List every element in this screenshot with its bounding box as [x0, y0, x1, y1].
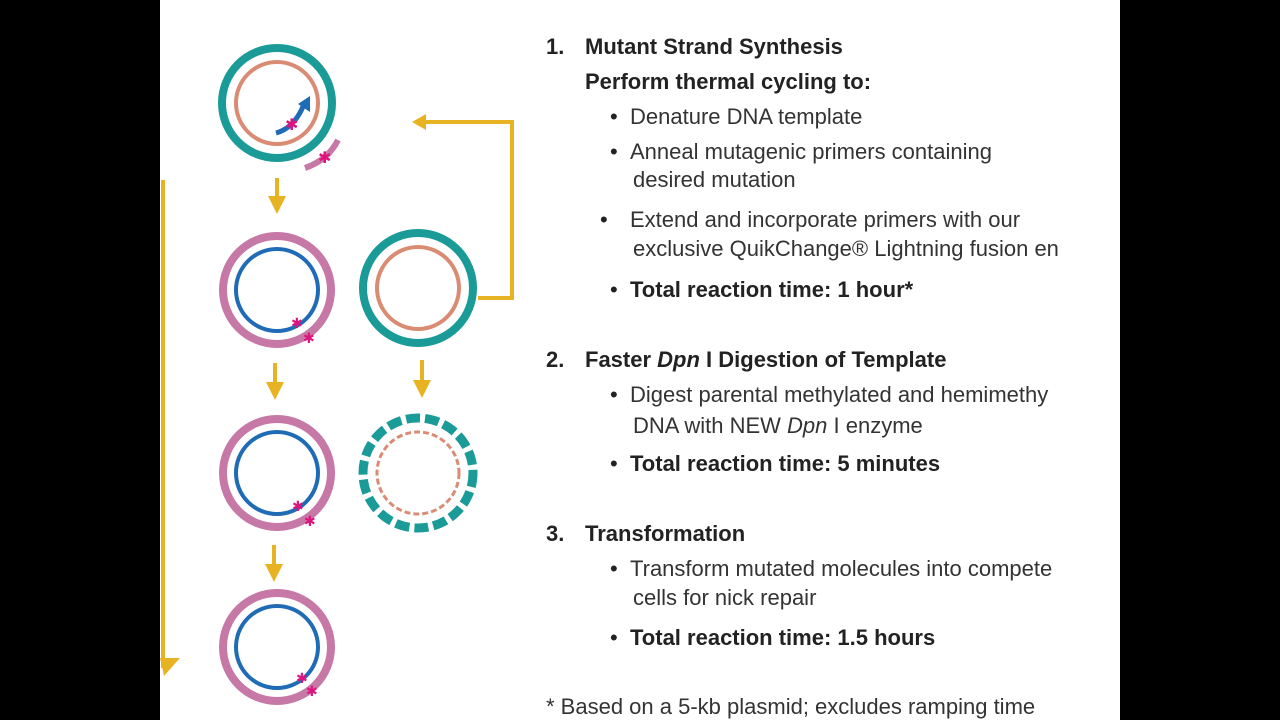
plasmid-mutant-1: ✱ ✱ — [223, 236, 331, 347]
bullet-dot: • — [610, 382, 618, 408]
step-1-bullet-3-line-2: exclusive QuikChange® Lightning fusion e… — [633, 236, 1059, 262]
plasmid-mutant-repaired: ✱ ✱ — [223, 593, 331, 701]
bullet-dot: • — [610, 277, 618, 303]
left-cycle-arrowhead — [160, 658, 180, 676]
step-2-bullet-pre: DNA with NEW — [633, 413, 787, 438]
return-bracket-arrowhead — [412, 114, 426, 130]
mutation-mark-1b: ✱ — [318, 148, 331, 167]
down-arrow-parental — [413, 360, 431, 398]
svg-text:✱: ✱ — [306, 684, 318, 700]
step-2-bullet-line-1: Digest parental methylated and hemimethy — [630, 382, 1048, 408]
plasmid-template-with-primers: ✱ ✱ — [222, 48, 338, 168]
bullet-dot: • — [610, 451, 618, 477]
step-2-title: Faster Dpn I Digestion of Template — [585, 347, 946, 373]
step-1-bullet-3-line-1: Extend and incorporate primers with our — [630, 207, 1020, 233]
svg-text:✱: ✱ — [291, 316, 303, 332]
bullet-dot: • — [610, 556, 618, 582]
bullet-dot: • — [600, 207, 608, 233]
step-1-title: Mutant Strand Synthesis — [585, 34, 843, 60]
step-3-bullet-line-2: cells for nick repair — [633, 585, 816, 611]
footnote: * Based on a 5-kb plasmid; excludes ramp… — [546, 694, 1035, 720]
step-2-bullet-line-2: DNA with NEW Dpn I enzyme — [633, 413, 923, 439]
step-2-title-pre: Faster — [585, 347, 657, 372]
svg-text:✱: ✱ — [292, 499, 304, 515]
step-1-bullet-1: Denature DNA template — [630, 104, 862, 130]
step-2-bullet-post: I enzyme — [827, 413, 922, 438]
step-2-bullet-italic: Dpn — [787, 413, 827, 438]
step-1-number: 1. — [546, 34, 564, 60]
step-1-bullet-2-line-2: desired mutation — [633, 167, 796, 193]
step-1-total: Total reaction time: 1 hour* — [630, 277, 913, 303]
step-3-number: 3. — [546, 521, 564, 547]
step-3-total: Total reaction time: 1.5 hours — [630, 625, 935, 651]
bullet-dot: • — [610, 139, 618, 165]
svg-text:✱: ✱ — [303, 331, 315, 347]
plasmid-parental-digested — [363, 418, 473, 528]
template-outer-strand — [222, 48, 332, 158]
mutagenesis-diagram: ✱ ✱ ✱ ✱ — [160, 0, 520, 720]
plasmid-parental — [363, 233, 473, 343]
step-1-bullet-2-line-1: Anneal mutagenic primers containing — [630, 139, 992, 165]
step-2-number: 2. — [546, 347, 564, 373]
step-3-bullet-line-1: Transform mutated molecules into compete — [630, 556, 1052, 582]
bullet-dot: • — [610, 625, 618, 651]
plasmid-mutant-2: ✱ ✱ — [223, 419, 331, 530]
slide: ✱ ✱ ✱ ✱ — [160, 0, 1120, 720]
step-3-title: Transformation — [585, 521, 745, 547]
mutation-mark-1a: ✱ — [285, 115, 298, 134]
down-arrow-2 — [266, 363, 284, 400]
step-2-title-italic: Dpn — [657, 347, 700, 372]
svg-text:✱: ✱ — [304, 514, 316, 530]
step-2-total: Total reaction time: 5 minutes — [630, 451, 940, 477]
down-arrow-3 — [265, 545, 283, 582]
down-arrow-1 — [268, 178, 286, 214]
bullet-dot: • — [610, 104, 618, 130]
step-1-subtitle: Perform thermal cycling to: — [585, 69, 871, 95]
step-2-title-post: I Digestion of Template — [700, 347, 947, 372]
